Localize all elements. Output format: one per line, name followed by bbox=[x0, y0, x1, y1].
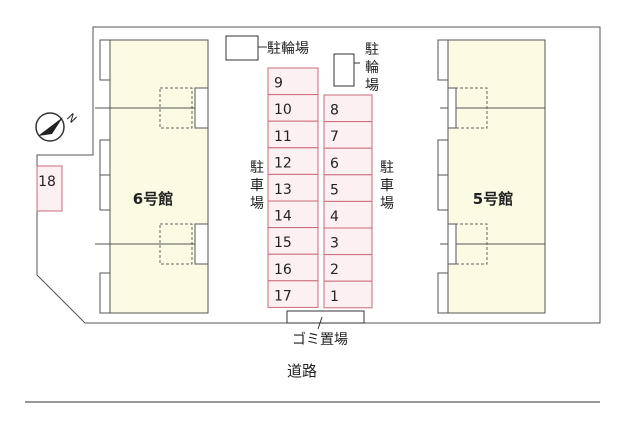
bicycle-parking-right-char-3: 場 bbox=[365, 78, 379, 94]
bicycle-parking-right-char-2: 輪 bbox=[365, 59, 379, 76]
parking-slot-17-label: 17 bbox=[274, 288, 292, 304]
parking-slot-2 bbox=[323, 254, 373, 282]
bicycle-parking-right-char-1: 駐 bbox=[365, 42, 379, 58]
parking-right-char-2: 車 bbox=[380, 177, 394, 194]
building-6-body bbox=[109, 39, 209, 314]
road-label: 道路 bbox=[287, 362, 317, 380]
parking-slot-18 bbox=[36, 165, 63, 212]
building-5-wall-top bbox=[437, 39, 449, 81]
parking-slot-14 bbox=[267, 200, 319, 229]
north-compass: N bbox=[35, 111, 79, 142]
parking-slot-13 bbox=[267, 173, 319, 202]
parking-slot-3-label: 3 bbox=[330, 236, 339, 252]
parking-slot-13-label: 13 bbox=[274, 182, 292, 198]
building-6-wall-mid2 bbox=[99, 174, 111, 211]
building-5-box-2 bbox=[447, 223, 457, 265]
building-5-label: 5号館 bbox=[473, 190, 513, 208]
building-6-wall-top bbox=[99, 39, 111, 81]
building-5-balcony-1 bbox=[454, 87, 488, 129]
parking-slot-12 bbox=[267, 147, 319, 175]
building-6-balcony-1 bbox=[159, 87, 193, 129]
compass-needle-icon bbox=[38, 117, 63, 136]
parking-slot-17 bbox=[267, 280, 319, 308]
building-5-wall-mid1 bbox=[437, 139, 449, 176]
parking-slot-7-label: 7 bbox=[330, 129, 339, 145]
garbage-area bbox=[286, 310, 365, 324]
building-5-wall-mid2 bbox=[437, 174, 449, 211]
building-6-wall-mid1 bbox=[99, 139, 111, 176]
north-label: N bbox=[64, 111, 79, 126]
building-5-balcony-2 bbox=[454, 223, 488, 265]
bicycle-parking-top bbox=[225, 35, 259, 61]
parking-slot-8 bbox=[323, 94, 373, 123]
parking-slot-11-label: 11 bbox=[274, 129, 292, 145]
building-6-balcony-2 bbox=[159, 223, 193, 265]
parking-slot-15-label: 15 bbox=[274, 235, 292, 251]
parking-right-char-1: 駐 bbox=[380, 160, 394, 176]
building-6-box-2 bbox=[194, 223, 209, 265]
parking-slot-10-label: 10 bbox=[274, 102, 292, 118]
building-6-box-1 bbox=[194, 87, 209, 129]
parking-slot-16 bbox=[267, 253, 319, 282]
building-5-box-1 bbox=[447, 87, 457, 129]
parking-slot-5 bbox=[323, 174, 373, 202]
bicycle-parking-right bbox=[333, 53, 355, 87]
parking-slot-4 bbox=[323, 200, 373, 229]
parking-slot-9-label: 9 bbox=[274, 76, 283, 92]
parking-slot-3 bbox=[323, 227, 373, 256]
parking-slot-16-label: 16 bbox=[274, 262, 292, 278]
parking-slot-1 bbox=[323, 280, 373, 309]
parking-left-char-2: 車 bbox=[250, 177, 264, 194]
parking-left-char-1: 駐 bbox=[250, 160, 264, 176]
building-6-wall-bottom bbox=[99, 272, 111, 314]
building-6: 6号館 bbox=[95, 39, 209, 314]
parking-slot-1-label: 1 bbox=[330, 289, 339, 305]
building-5-body bbox=[447, 39, 546, 314]
building-5-wall-bottom bbox=[437, 272, 449, 314]
parking-slot-2-label: 2 bbox=[330, 262, 339, 278]
building-6-label: 6号館 bbox=[133, 190, 173, 208]
parking-column-left: 9 10 11 12 13 14 15 16 17 bbox=[267, 67, 319, 308]
garbage-area-leader bbox=[317, 316, 323, 330]
parking-slot-6 bbox=[323, 147, 373, 176]
parking-slot-14-label: 14 bbox=[274, 209, 292, 225]
parking-slot-4-label: 4 bbox=[330, 209, 339, 225]
parking-right-char-3: 場 bbox=[380, 196, 394, 212]
parking-slot-7 bbox=[323, 121, 373, 149]
parking-slot-8-label: 8 bbox=[330, 103, 339, 119]
parking-column-right: 8 7 6 5 4 3 2 1 bbox=[323, 94, 373, 309]
parking-left-char-3: 場 bbox=[250, 196, 264, 212]
garbage-area-label: ゴミ置場 bbox=[292, 331, 348, 348]
parking-slot-12-label: 12 bbox=[274, 155, 292, 171]
building-5: 5号館 bbox=[437, 39, 546, 314]
parking-slot-5-label: 5 bbox=[330, 182, 339, 198]
bicycle-parking-top-label: 駐輪場 bbox=[267, 40, 309, 57]
parking-slot-6-label: 6 bbox=[330, 156, 339, 172]
parking-slot-18-label: 18 bbox=[38, 174, 56, 190]
